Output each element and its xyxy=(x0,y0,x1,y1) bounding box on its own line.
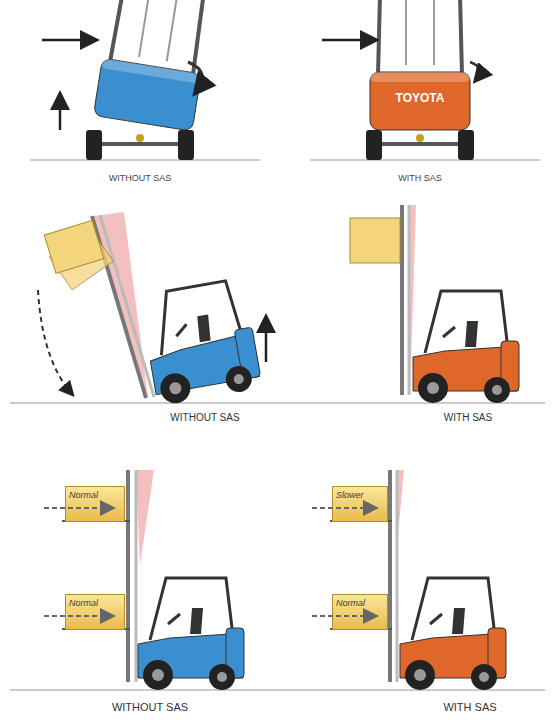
panel-caption: WITH SAS xyxy=(443,702,496,713)
speed-label: Normal xyxy=(69,598,98,608)
speed-label: Normal xyxy=(336,598,365,608)
load-box: Slower xyxy=(332,486,388,522)
panel-caption: WITHOUT SAS xyxy=(109,174,171,183)
speed-label: Slower xyxy=(336,490,364,500)
panel-caption: WITHOUT SAS xyxy=(112,702,188,713)
tipping-panel xyxy=(10,205,545,406)
panel-caption: WITH SAS xyxy=(398,174,442,183)
load-box: Normal xyxy=(65,594,125,630)
load-box: Normal xyxy=(65,486,125,522)
lateral-speed-panel xyxy=(10,470,545,690)
panel-caption: WITH SAS xyxy=(444,413,492,423)
load-box: Normal xyxy=(332,594,388,630)
brand-plate: TOYOTA xyxy=(396,92,445,104)
speed-label: Normal xyxy=(69,490,98,500)
rear-view-panel xyxy=(30,0,540,160)
panel-caption: WITHOUT SAS xyxy=(170,413,239,423)
